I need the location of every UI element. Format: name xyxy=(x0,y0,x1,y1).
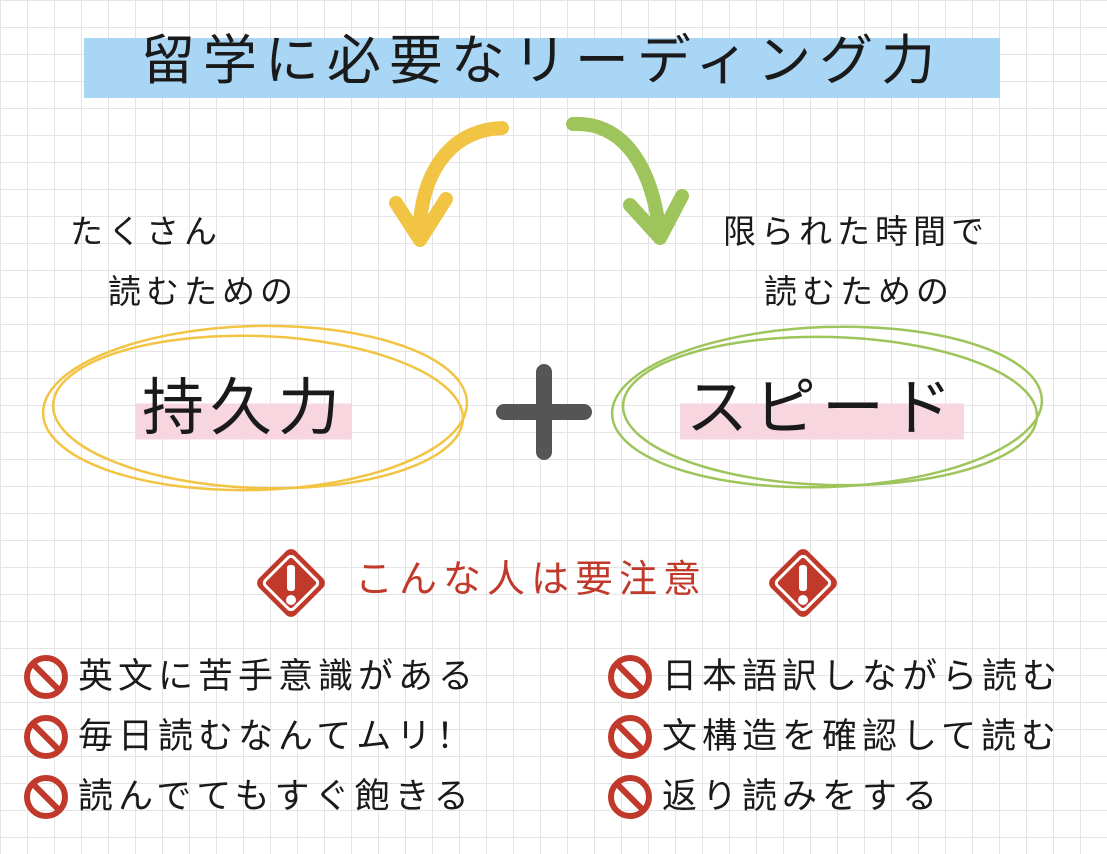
list-item-text: 返り読みをする xyxy=(662,777,943,817)
left-caption-line1: たくさん xyxy=(70,212,222,251)
no-symbol-icon xyxy=(608,655,652,699)
list-item: 読んでてもすぐ飽きる xyxy=(22,770,478,824)
list-item: 文構造を確認して読む xyxy=(606,710,1062,764)
ellipse-outline-right xyxy=(610,325,1044,489)
no-symbol-icon xyxy=(608,715,652,759)
list-item-text: 読んでてもすぐ飽きる xyxy=(78,777,474,817)
warning-list-left: 英文に苦手意識がある 毎日読むなんてムリ！ 読んでてもすぐ飽きる xyxy=(22,650,478,824)
speed-label: スピード xyxy=(680,372,965,444)
curved-arrow-left-icon xyxy=(389,121,509,247)
no-symbol-icon xyxy=(24,715,68,759)
curved-arrow-right-icon xyxy=(566,116,689,245)
list-item-text: 毎日読むなんてムリ！ xyxy=(78,717,477,757)
warning-diamond-icon xyxy=(257,549,325,617)
no-symbol-icon xyxy=(608,775,652,819)
right-caption-line1: 限られた時間で xyxy=(723,212,989,251)
title-highlight-bar xyxy=(84,38,1000,98)
list-item-text: 日本語訳しながら読む xyxy=(662,657,1063,697)
no-symbol-icon xyxy=(24,775,68,819)
list-item-text: 文構造を確認して読む xyxy=(662,717,1061,757)
list-item: 日本語訳しながら読む xyxy=(606,650,1062,704)
warning-list-right: 日本語訳しながら読む 文構造を確認して読む 返り読みをする xyxy=(606,650,1062,824)
page-title: 留学に必要なリーディング力 xyxy=(140,29,944,92)
list-item: 返り読みをする xyxy=(606,770,1062,824)
right-caption-line2: 読むための xyxy=(764,272,954,311)
list-item: 毎日読むなんてムリ！ xyxy=(22,710,478,764)
warning-diamond-icon xyxy=(769,549,837,617)
warning-heading: こんな人は要注意 xyxy=(355,557,708,601)
left-caption-line2: 読むための xyxy=(108,272,298,311)
no-symbol-icon xyxy=(24,655,68,699)
list-item-text: 英文に苦手意識がある xyxy=(78,657,479,697)
list-item: 英文に苦手意識がある xyxy=(22,650,478,704)
ellipse-outline-left xyxy=(41,324,469,492)
plus-icon xyxy=(496,364,592,460)
endurance-label: 持久力 xyxy=(136,372,353,444)
